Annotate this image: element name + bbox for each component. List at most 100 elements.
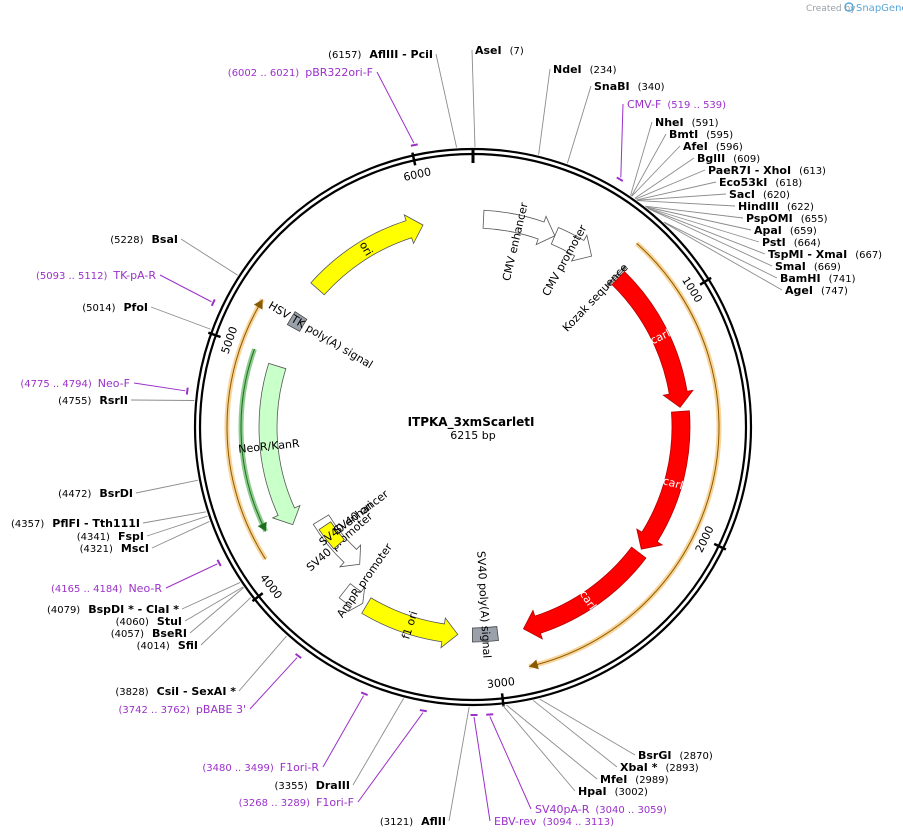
enzyme-position: (669) — [814, 262, 841, 273]
feature-mscarlet-i[interactable] — [636, 410, 691, 550]
enzyme-label[interactable]: (4755)RsrII — [58, 394, 128, 407]
feature-cmv-promoter[interactable] — [550, 226, 593, 262]
enzyme-leader — [135, 479, 199, 494]
enzyme-label[interactable]: (4057)BseRI — [111, 627, 187, 640]
enzyme-position: (5014) — [82, 303, 115, 314]
enzyme-name: DraIII — [316, 779, 350, 792]
primer-marker[interactable] — [410, 143, 418, 147]
primer-marker[interactable] — [360, 691, 369, 696]
enzyme-label[interactable]: BglII(609) — [697, 152, 760, 165]
primer-marker[interactable] — [616, 176, 624, 182]
feature-mscarlet-i[interactable] — [611, 271, 694, 408]
enzyme-label[interactable]: (3355) DraIII — [274, 779, 350, 792]
primer-marker[interactable] — [419, 709, 427, 713]
primer-marker[interactable] — [294, 653, 302, 659]
enzyme-label[interactable]: AfeI(596) — [683, 140, 743, 153]
primer-marker[interactable] — [216, 559, 222, 567]
enzyme-leader — [150, 306, 211, 330]
enzyme-label[interactable]: ApaI(659) — [754, 224, 817, 237]
primer-label[interactable]: (5093 .. 5112)TK-pA-R — [36, 269, 156, 282]
enzyme-position: (2870) — [679, 751, 712, 762]
primer-range: (3268 .. 3289) — [239, 798, 311, 809]
enzyme-label[interactable]: (4079)BspDI * - ClaI * — [47, 603, 179, 616]
enzyme-label[interactable]: (4357)PflFI - Tth111I — [11, 517, 140, 530]
enzyme-label[interactable]: (4472)BsrDI — [58, 487, 133, 500]
enzyme-name: PspOMI — [746, 212, 793, 225]
center-label: ITPKA_3xmScarletI 6215 bp — [408, 415, 535, 442]
enzyme-label[interactable]: PaeR7I - XhoI(613) — [708, 164, 826, 177]
feature-ori[interactable] — [310, 214, 424, 296]
primer-marker[interactable] — [185, 387, 189, 395]
primer-leader — [473, 716, 491, 822]
enzyme-label[interactable]: (3828) CsiI - SexAI * — [115, 685, 236, 698]
enzyme-label[interactable]: SnaBI(340) — [594, 80, 665, 93]
enzyme-leader — [645, 206, 752, 231]
enzyme-name: RsrII — [99, 394, 128, 407]
enzyme-label[interactable]: AgeI(747) — [785, 284, 848, 297]
enzyme-name: TspMI - XmaI — [768, 248, 847, 261]
feature-sv40-poly-a-signal[interactable] — [472, 626, 499, 643]
enzyme-label[interactable]: (3121)AflII — [380, 815, 446, 828]
enzyme-label[interactable]: TspMI - XmaI(667) — [768, 248, 882, 261]
enzyme-label[interactable]: Eco53kI(618) — [719, 176, 802, 189]
enzyme-label[interactable]: BsrGI(2870) — [638, 749, 713, 762]
enzyme-label[interactable]: (4341)FspI — [77, 530, 144, 543]
feature-neor-kanr[interactable] — [258, 362, 301, 526]
enzyme-leader — [180, 238, 238, 276]
orf-arc-line — [528, 242, 720, 668]
enzyme-name: StuI — [157, 615, 182, 628]
primer-label[interactable]: (3742 .. 3762)pBABE 3' — [119, 703, 247, 716]
enzyme-label[interactable]: SmaI(669) — [775, 260, 841, 273]
enzyme-label[interactable]: PspOMI(655) — [746, 212, 828, 225]
enzyme-position: (596) — [716, 142, 743, 153]
enzyme-leader — [532, 700, 618, 768]
enzyme-label[interactable]: (4014)SfiI — [137, 639, 198, 652]
enzyme-name: AseI — [475, 44, 502, 57]
enzyme-label[interactable]: MfeI(2989) — [600, 773, 669, 786]
primer-label[interactable]: (4165 .. 4184)Neo-R — [51, 582, 162, 595]
primer-label[interactable]: (6002 .. 6021)pBR322ori-F — [228, 66, 373, 79]
enzyme-position: (4472) — [58, 489, 91, 500]
enzyme-label[interactable]: (4060)StuI — [116, 615, 182, 628]
enzyme-label[interactable]: BmtI(595) — [669, 128, 733, 141]
enzyme-label[interactable]: NdeI(234) — [553, 63, 617, 76]
enzyme-position: (4357) — [11, 519, 44, 530]
primer-label[interactable]: (3268 .. 3289)F1ori-F — [239, 796, 354, 809]
enzyme-label[interactable]: (5228)BsaI — [110, 233, 178, 246]
enzyme-position: (3828) — [115, 687, 148, 698]
enzyme-leader — [435, 53, 458, 148]
primer-layer: CMV-F(519 .. 539) SV40pA-R(3040 .. 3059)E… — [20, 66, 726, 828]
enzyme-label[interactable]: AseI(7) — [475, 44, 524, 57]
primer-label[interactable]: SV40pA-R(3040 .. 3059) — [535, 803, 667, 816]
enzyme-leader — [664, 222, 783, 291]
primer-label[interactable]: CMV-F(519 .. 539) — [627, 98, 726, 111]
enzyme-name: PstI — [762, 236, 786, 249]
enzyme-label[interactable]: HpaI(3002) — [578, 785, 648, 798]
enzyme-name: CsiI - SexAI * — [157, 685, 237, 698]
primer-marker[interactable] — [210, 299, 216, 307]
enzyme-label[interactable]: NheI(591) — [655, 116, 719, 129]
enzyme-leader — [663, 221, 778, 279]
credit-prefix: Created by — [806, 4, 856, 14]
enzyme-label[interactable]: BamHI(741) — [780, 272, 856, 285]
feature-kozak-sequence[interactable] — [605, 265, 626, 287]
enzyme-label[interactable]: (5014)PfoI — [82, 301, 148, 314]
feature-mscarlet-i[interactable] — [522, 546, 647, 640]
enzyme-leader — [352, 698, 405, 786]
feature-hsv-tk-poly-a-signal[interactable] — [286, 311, 308, 332]
enzyme-label[interactable]: HindIII(622) — [738, 200, 814, 213]
feature-f1-ori[interactable] — [361, 597, 459, 649]
enzyme-position: (3355) — [274, 781, 307, 792]
feature-ampr-promoter[interactable] — [338, 583, 366, 612]
enzyme-label[interactable]: XbaI *(2893) — [620, 761, 699, 774]
primer-label[interactable]: (4775 .. 4794)Neo-F — [20, 377, 130, 390]
enzyme-label[interactable]: (4321)MscI — [80, 542, 149, 555]
enzyme-label[interactable]: SacI(620) — [729, 188, 790, 201]
enzyme-name: FspI — [118, 530, 144, 543]
primer-name: EBV-rev — [494, 815, 537, 828]
primer-label[interactable]: EBV-rev(3094 .. 3113) — [494, 815, 614, 828]
enzyme-label[interactable]: PstI(664) — [762, 236, 821, 249]
enzyme-label[interactable]: (6157)AflIII - PciI — [328, 48, 433, 61]
feature-sv40-ori[interactable] — [318, 521, 345, 550]
primer-label[interactable]: (3480 .. 3499)F1ori-R — [202, 761, 319, 774]
